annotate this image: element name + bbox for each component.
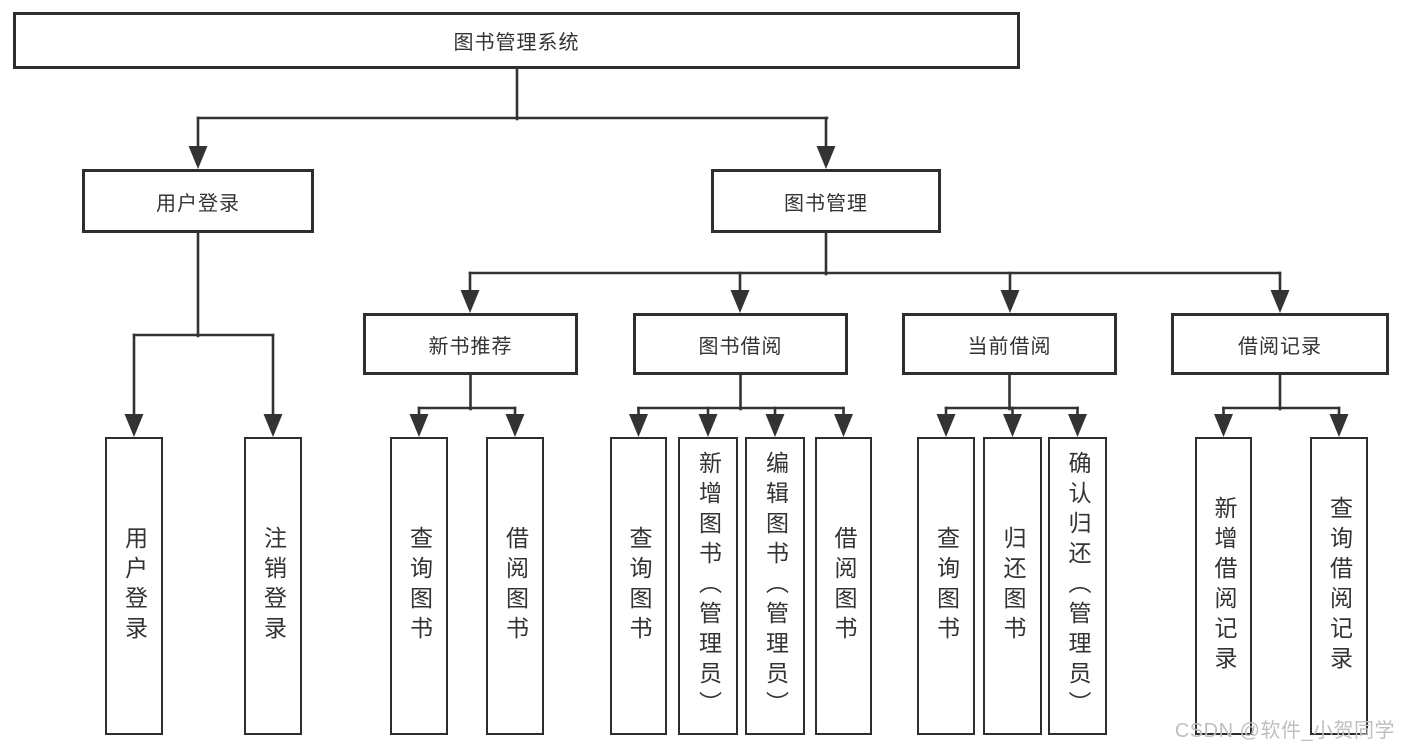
leaf-query-borrow-record: 查询借阅记录: [1310, 437, 1368, 735]
leaf-add-book-admin: 新增图书（管理员）: [678, 437, 738, 735]
leaf-user-login: 用户登录: [105, 437, 163, 735]
leaf-edit-book-admin: 编辑图书（管理员）: [745, 437, 805, 735]
leaf-confirm-return-admin: 确认归还（管理员）: [1048, 437, 1107, 735]
node-new-book-recommend: 新书推荐: [363, 313, 578, 375]
leaf-borrow-book: 借阅图书: [486, 437, 544, 735]
leaf-return-book: 归还图书: [983, 437, 1042, 735]
leaf-query-book-3: 查询图书: [917, 437, 975, 735]
node-current-borrow: 当前借阅: [902, 313, 1117, 375]
node-borrow-records: 借阅记录: [1171, 313, 1389, 375]
leaf-add-borrow-record: 新增借阅记录: [1195, 437, 1252, 735]
node-book-borrow: 图书借阅: [633, 313, 848, 375]
node-root: 图书管理系统: [13, 12, 1020, 69]
leaf-query-book-2: 查询图书: [610, 437, 667, 735]
watermark: CSDN @软件_小贺同学: [1174, 720, 1395, 742]
leaf-logout: 注销登录: [244, 437, 302, 735]
leaf-borrow-book-2: 借阅图书: [815, 437, 872, 735]
node-book-management: 图书管理: [711, 169, 941, 233]
node-user-login: 用户登录: [82, 169, 314, 233]
leaf-query-book: 查询图书: [390, 437, 448, 735]
